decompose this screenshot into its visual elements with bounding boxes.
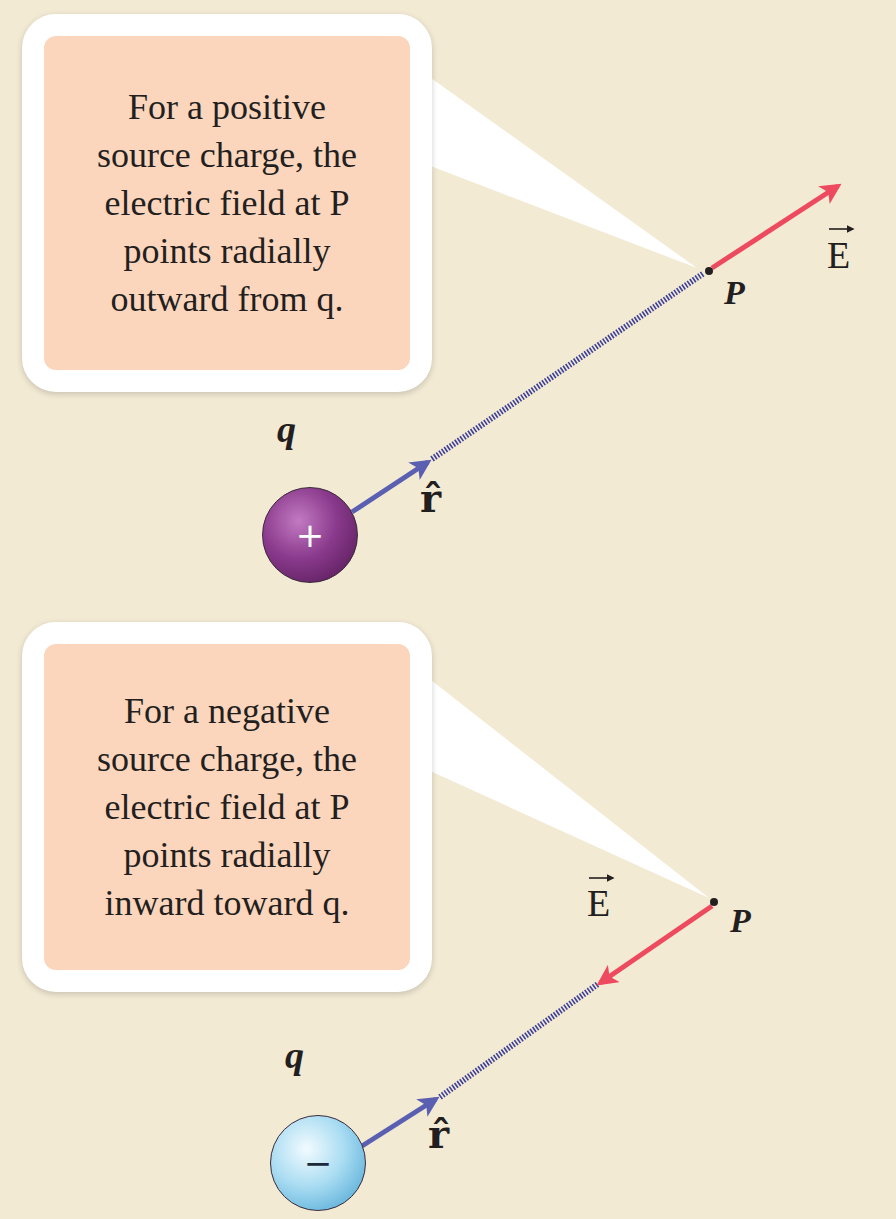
charge-sign: − [271, 1116, 365, 1210]
unit-vector-symbol: r̂ [428, 1114, 449, 1154]
callout-text: For a negative source charge, the electr… [84, 687, 370, 927]
callout-box: For a positive source charge, the electr… [22, 14, 432, 392]
dotted-radial-line [440, 984, 598, 1097]
vector-arrow-mark [589, 877, 613, 879]
callout-box: For a negative source charge, the electr… [22, 622, 432, 992]
point-dot [710, 898, 718, 906]
point-charge: q+ [262, 487, 358, 583]
callout-text: For a positive source charge, the electr… [84, 83, 370, 323]
field-arrow [600, 906, 712, 983]
unit-vector-symbol: r̂ [420, 478, 441, 518]
dotted-radial-line [432, 273, 704, 459]
point-label: P [730, 904, 751, 938]
vector-arrow-mark [829, 228, 853, 230]
field-arrow [712, 186, 838, 268]
point-charge: q− [270, 1115, 366, 1211]
field-symbol: E [587, 884, 610, 922]
charge-label: q [277, 410, 296, 448]
unit-vector-arrow [352, 462, 428, 512]
charge-label: q [285, 1036, 304, 1074]
unit-vector-arrow [362, 1099, 436, 1146]
point-label: P [724, 276, 745, 310]
point-dot [705, 267, 713, 275]
field-symbol: E [827, 236, 850, 274]
charge-sign: + [263, 488, 357, 582]
